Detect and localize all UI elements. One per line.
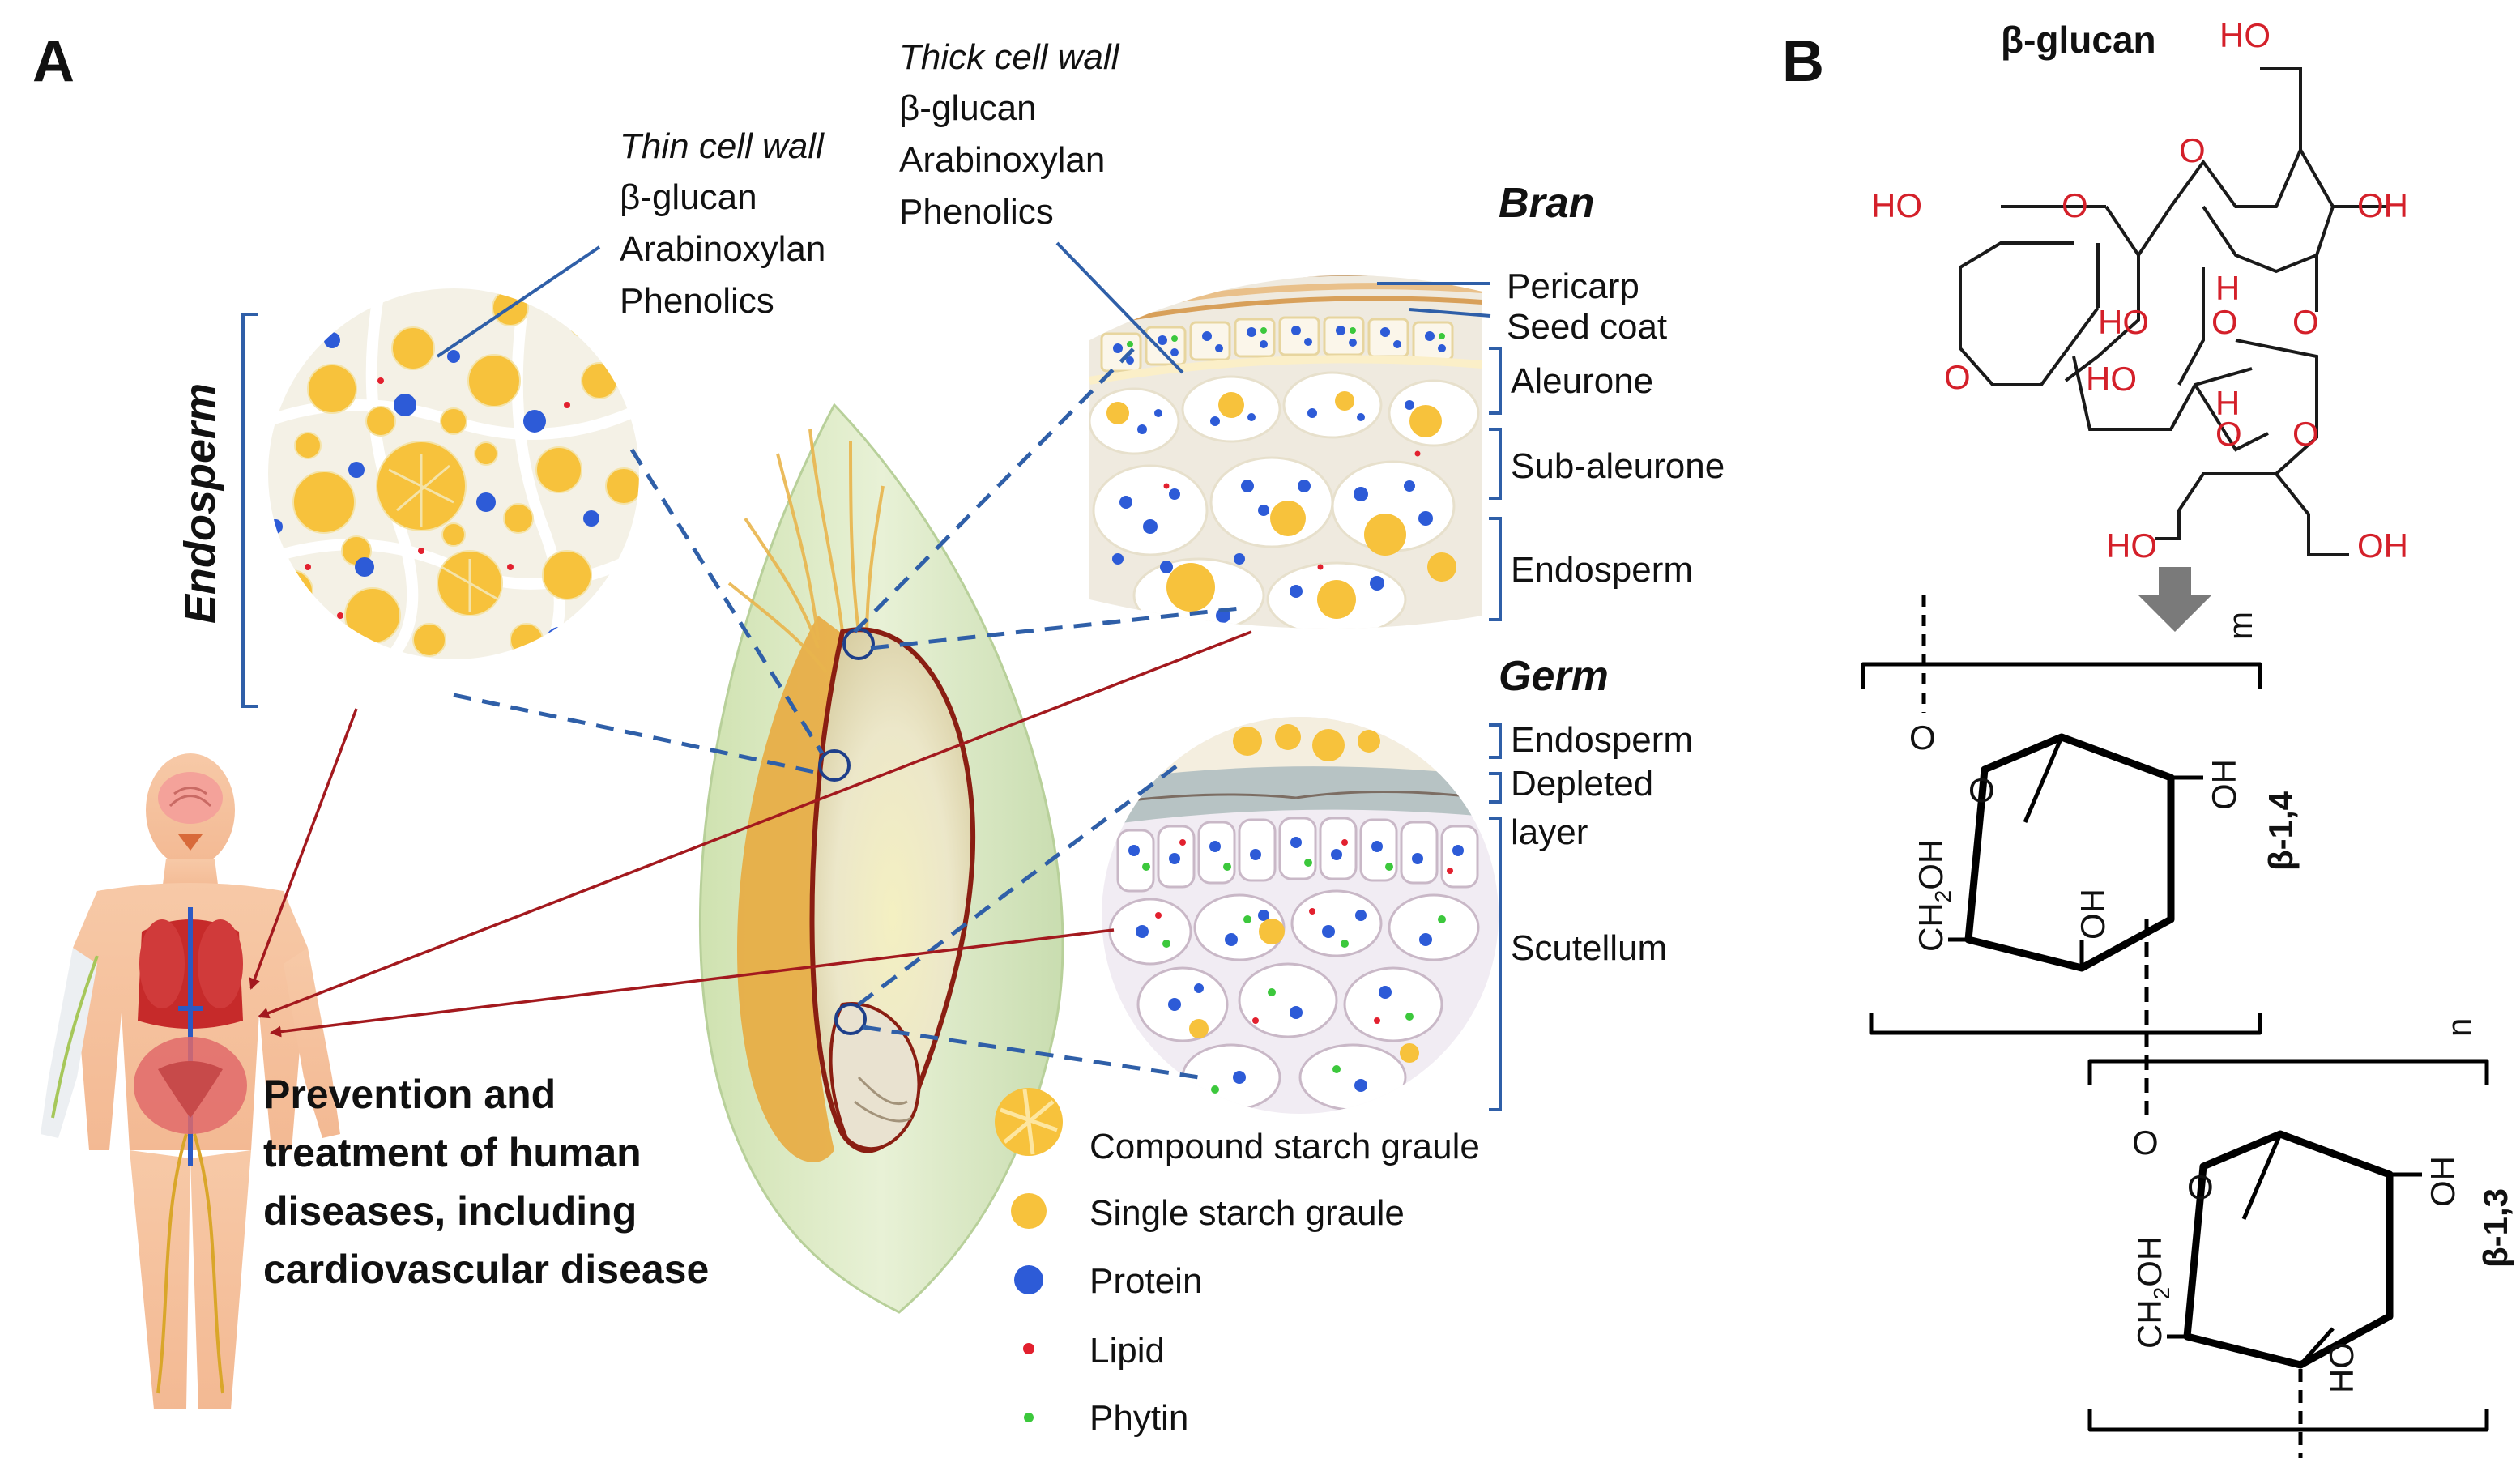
endosperm-zoom-circle	[267, 288, 640, 660]
oxygen-label: O	[2132, 1124, 2159, 1162]
germ-zoom-origin	[834, 1003, 867, 1035]
legend-label: Compound starch graule	[1089, 1127, 1480, 1166]
hydroxyl-label: HO	[2322, 1342, 2360, 1393]
beta-glucan-label: O	[2211, 303, 2238, 341]
legend-label: Phytin	[1089, 1398, 1188, 1438]
thin-wall-item: Phenolics	[620, 281, 774, 321]
beta-1-3-unit: n O O OH CH2OH HO β-1,3	[2087, 1018, 2514, 1458]
thin-wall-item: Arabinoxylan	[620, 229, 825, 269]
panel-a-label: A	[32, 29, 75, 94]
ring-oxygen-label: O	[1968, 771, 1995, 809]
grain-illustration	[698, 403, 1064, 1314]
beta-glucan-label: H	[2215, 269, 2240, 307]
endosperm-zoom-origin	[818, 749, 851, 782]
zoom-lines	[453, 347, 1248, 1080]
bran-layer-aleurone: Aleurone	[1511, 361, 1653, 401]
thin-wall-pointer	[436, 245, 601, 358]
bran-zoom-section	[1089, 275, 1482, 629]
beta-glucan-label: O	[2292, 415, 2319, 453]
legend-label: Lipid	[1089, 1331, 1165, 1371]
health-arrows	[249, 630, 1252, 1038]
repeat-m: m	[2221, 612, 2259, 640]
beta-1-4-unit: m O O OH CH2OH OH β-1,4	[1861, 595, 2300, 1122]
beta-glucan-label: O	[2062, 186, 2088, 224]
endosperm-label: Endosperm	[176, 383, 224, 624]
single-starch-icon	[1011, 1193, 1047, 1229]
lipid-dot-icon	[1023, 1343, 1034, 1354]
bond-beta-1-3: β-1,3	[2476, 1188, 2514, 1268]
beta-glucan-label: HO	[2106, 527, 2157, 565]
beta-glucan-label: HO	[2086, 360, 2137, 398]
beta-glucan-label: HO	[1871, 186, 1922, 224]
germ-title: Germ	[1499, 653, 1609, 700]
health-text-line: Prevention and	[263, 1072, 556, 1117]
bran-layer-seed-coat: Seed coat	[1507, 307, 1667, 347]
health-text-line: treatment of human	[263, 1130, 642, 1175]
thin-wall-item: β-glucan	[620, 177, 757, 217]
germ-layer-depleted: Depleted	[1511, 764, 1653, 804]
germ-layer-layer: layer	[1511, 812, 1588, 852]
beta-glucan-label: OH	[2357, 186, 2408, 224]
thick-wall-item: β-glucan	[899, 88, 1037, 128]
bran-layer-endosperm: Endosperm	[1511, 550, 1693, 590]
beta-glucan-label: O	[1944, 358, 1971, 396]
beta-glucan-label: HO	[2219, 16, 2271, 54]
health-text-line: diseases, including	[263, 1188, 637, 1234]
bran-title: Bran	[1499, 180, 1594, 227]
thick-wall-title: Thick cell wall	[899, 37, 1120, 77]
panel-b-label: B	[1782, 29, 1824, 94]
oxygen-label: O	[1909, 718, 1936, 757]
bran-layer-pericarp: Pericarp	[1507, 266, 1639, 306]
thin-wall-title: Thin cell wall	[620, 126, 825, 166]
legend-label: Protein	[1089, 1261, 1202, 1301]
beta-glucan-label: OH	[2357, 527, 2408, 565]
ch2oh-label: CH2OH	[2130, 1236, 2174, 1349]
thick-wall-item: Arabinoxylan	[899, 140, 1105, 180]
bran-layer-sub-aleurone: Sub-aleurone	[1511, 446, 1725, 486]
down-arrow-icon	[2138, 567, 2211, 632]
thick-wall-item: Phenolics	[899, 192, 1054, 232]
endosperm-bracket	[241, 313, 258, 708]
beta-glucan-title: β-glucan	[2001, 19, 2156, 61]
phytin-dot-icon	[1024, 1413, 1034, 1422]
compound-starch-icon	[995, 1088, 1063, 1156]
legend: Compound starch graule Single starch gra…	[995, 1088, 1480, 1438]
repeat-n: n	[2440, 1018, 2478, 1037]
ring-oxygen-label: O	[2187, 1168, 2214, 1206]
beta-glucan-label: O	[2215, 415, 2242, 453]
germ-layer-scutellum: Scutellum	[1511, 928, 1667, 968]
beta-glucan-3d-structure: HO O OH HO O H HO O O O HO H O O HO OH	[1871, 16, 2408, 565]
health-text-line: cardiovascular disease	[263, 1247, 709, 1292]
protein-dot-icon	[1014, 1265, 1043, 1294]
ch2oh-label: CH2OH	[1912, 839, 1955, 952]
germ-zoom-circle	[1102, 717, 1499, 1114]
beta-glucan-label: O	[2179, 131, 2206, 169]
hydroxyl-label: OH	[2424, 1156, 2462, 1207]
beta-glucan-label: HO	[2098, 303, 2149, 341]
hydroxyl-label: OH	[2205, 759, 2243, 810]
hydroxyl-label: OH	[2074, 889, 2112, 940]
legend-label: Single starch graule	[1089, 1193, 1405, 1233]
beta-glucan-label: H	[2215, 384, 2240, 422]
thick-wall-pointer	[1055, 241, 1184, 374]
human-body-illustration	[41, 753, 340, 1409]
beta-glucan-label: O	[2292, 303, 2319, 341]
bond-beta-1-4: β-1,4	[2262, 791, 2300, 871]
germ-layer-endosperm: Endosperm	[1511, 720, 1693, 760]
